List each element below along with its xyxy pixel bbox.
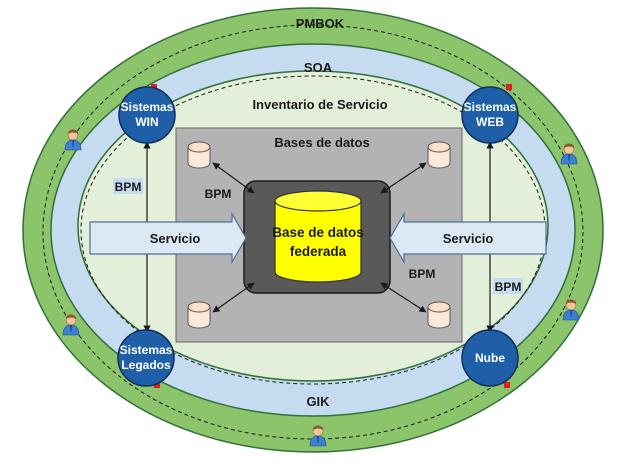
soa-label: SOA: [304, 60, 333, 75]
svg-text:Legados: Legados: [121, 358, 171, 372]
federated-label-line1: Base de datos: [272, 225, 364, 240]
db-link-arrow: [380, 282, 427, 313]
databases-title: Bases de datos: [274, 135, 369, 150]
orbit-marker: [504, 382, 510, 388]
database-icon: [187, 301, 211, 329]
svg-text:Sistemas: Sistemas: [464, 100, 517, 114]
gik-label: GIK: [306, 394, 330, 409]
federated-database-icon: [274, 190, 362, 283]
database-icon: [187, 141, 211, 169]
service-arrow-right: Servicio: [389, 211, 547, 265]
orbit-marker: [151, 84, 157, 90]
node-sistemas-legados: Sistemas Legados: [117, 329, 175, 387]
db-link-arrow: [212, 282, 255, 313]
node-sistemas-web: Sistemas WEB: [461, 86, 519, 144]
node-nube: Nube: [461, 329, 519, 387]
db-link-arrow: [212, 162, 255, 194]
service-label-left: Servicio: [150, 231, 201, 246]
bpm-label-inner-right: BPM: [409, 267, 436, 281]
svg-text:WEB: WEB: [476, 115, 504, 129]
bpm-label-right: BPM: [495, 280, 522, 294]
federated-label-line2: federada: [290, 244, 347, 259]
svg-text:Sistemas: Sistemas: [120, 343, 173, 357]
svg-text:WIN: WIN: [135, 115, 158, 129]
inventory-label: Inventario de Servicio: [252, 97, 387, 112]
bpm-label-left: BPM: [115, 180, 142, 194]
svg-text:Sistemas: Sistemas: [121, 100, 174, 114]
database-icon: [427, 301, 451, 329]
service-arrow-left: Servicio: [89, 211, 247, 265]
pmbok-label: PMBOK: [296, 16, 345, 31]
svg-text:Nube: Nube: [475, 351, 505, 365]
orbit-marker: [506, 84, 512, 90]
db-link-arrow: [380, 162, 427, 194]
node-sistemas-win: Sistemas WIN: [118, 86, 176, 144]
pmbok-dashed-orbit: [42, 24, 584, 440]
database-icon: [427, 141, 451, 169]
orbit-marker: [154, 382, 160, 388]
service-label-right: Servicio: [443, 231, 494, 246]
bpm-label-inner-left: BPM: [205, 187, 232, 201]
